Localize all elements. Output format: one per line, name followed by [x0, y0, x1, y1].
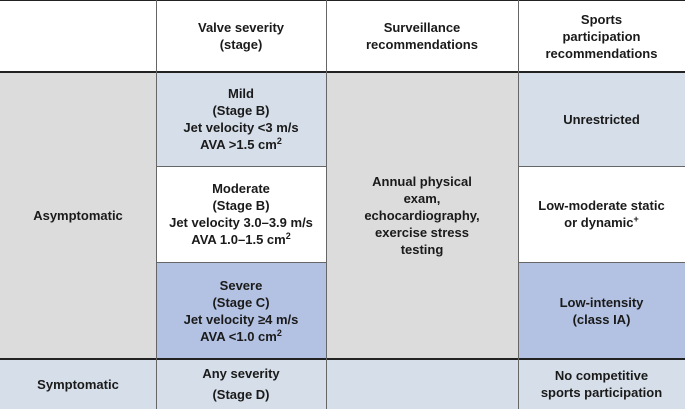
sports-moderate-line-text: or dynamic [564, 215, 634, 230]
sports-moderate-cell: Low-moderate static or dynamic+ [518, 166, 685, 262]
sports-mild-cell: Unrestricted [518, 72, 685, 166]
symptomatic-severity-line: (Stage D) [212, 387, 270, 402]
header-surveillance-line: Surveillance [383, 20, 461, 35]
severe-severity-cell: Severe (Stage C) Jet velocity ≥4 m/s AVA… [156, 262, 326, 359]
header-surveillance-line: recommendations [366, 37, 478, 52]
header-sports-line: recommendations [545, 45, 658, 61]
mild-ava-text: AVA >1.5 cm [200, 137, 277, 152]
surveillance-line: exam, [403, 191, 441, 206]
severe-line: (Stage C) [212, 294, 270, 310]
sports-severe-cell: Low-intensity (class IA) [518, 262, 685, 359]
symptomatic-label-cell: Symptomatic [0, 359, 156, 409]
surveillance-line: testing [400, 242, 444, 257]
row-divider-mild [156, 166, 326, 167]
symptomatic-sports-cell: No competitive sports participation [518, 359, 685, 409]
sports-moderate-line: Low-moderate static [538, 198, 665, 213]
symptomatic-surveillance-cell [326, 359, 518, 409]
severe-ava-line: AVA <1.0 cm2 [184, 328, 299, 345]
col-divider-1 [156, 0, 157, 409]
surveillance-line: exercise stress [375, 225, 469, 240]
row-divider-mild-sports [518, 166, 685, 167]
moderate-severity-cell: Moderate (Stage B) Jet velocity 3.0–3.9 … [156, 166, 326, 262]
mild-line: Mild [227, 86, 254, 101]
severe-ava-text: AVA <1.0 cm [200, 328, 277, 344]
symptomatic-label: Symptomatic [37, 376, 119, 392]
header-sports-line: participation [562, 28, 641, 44]
header-divider [0, 71, 685, 73]
header-sports-line: Sports [580, 11, 623, 27]
surveillance-line: echocardiography, [364, 208, 480, 223]
moderate-ava-sup: 2 [285, 231, 291, 241]
surveillance-cell: Annual physical exam, echocardiography, … [326, 72, 518, 359]
mild-ava-sup: 2 [276, 136, 282, 146]
sports-mild-text: Unrestricted [563, 111, 640, 127]
mild-severity-cell: Mild (Stage B) Jet velocity <3 m/s AVA >… [156, 72, 326, 166]
surveillance-line: Annual physical [372, 174, 472, 189]
col-divider-3 [518, 0, 519, 409]
mild-line: Jet velocity <3 m/s [183, 120, 299, 135]
header-surveillance: Surveillance recommendations [326, 0, 518, 72]
mild-ava-line: AVA >1.5 cm2 [183, 136, 298, 153]
sports-severe-line: Low-intensity [559, 294, 644, 310]
symptomatic-severity-cell: Any severity (Stage D) [156, 359, 326, 409]
header-valve-severity-line: (stage) [219, 37, 263, 52]
header-sports: Sports participation recommendations [518, 0, 685, 72]
symptomatic-divider [0, 358, 685, 360]
severe-line: Severe [219, 277, 263, 293]
asymptomatic-label: Asymptomatic [33, 208, 123, 223]
mild-line: (Stage B) [212, 103, 270, 118]
header-valve-severity: Valve severity (stage) [156, 0, 326, 72]
moderate-ava-line: AVA 1.0–1.5 cm2 [169, 231, 313, 248]
col-divider-2 [326, 0, 327, 409]
severe-line: Jet velocity ≥4 m/s [183, 311, 299, 327]
header-empty-cell [0, 0, 156, 72]
sports-moderate-sup: + [633, 214, 639, 224]
row-divider-moderate-sports [518, 262, 685, 263]
row-divider-moderate [156, 262, 326, 263]
sports-severe-line: (class IA) [572, 311, 631, 327]
moderate-line: (Stage B) [212, 198, 270, 213]
severe-ava-sup: 2 [276, 327, 282, 338]
symptomatic-severity-line: Any severity [202, 366, 280, 381]
sports-moderate-line2: or dynamic+ [538, 214, 664, 231]
moderate-ava-text: AVA 1.0–1.5 cm [191, 232, 286, 247]
symptomatic-sports-line: sports participation [540, 385, 663, 400]
asymptomatic-label-cell: Asymptomatic [0, 72, 156, 359]
symptomatic-sports-line: No competitive [554, 368, 649, 383]
moderate-line: Jet velocity 3.0–3.9 m/s [169, 215, 313, 230]
moderate-line: Moderate [212, 181, 270, 196]
top-border [0, 0, 685, 1]
header-valve-severity-line: Valve severity [197, 20, 285, 35]
